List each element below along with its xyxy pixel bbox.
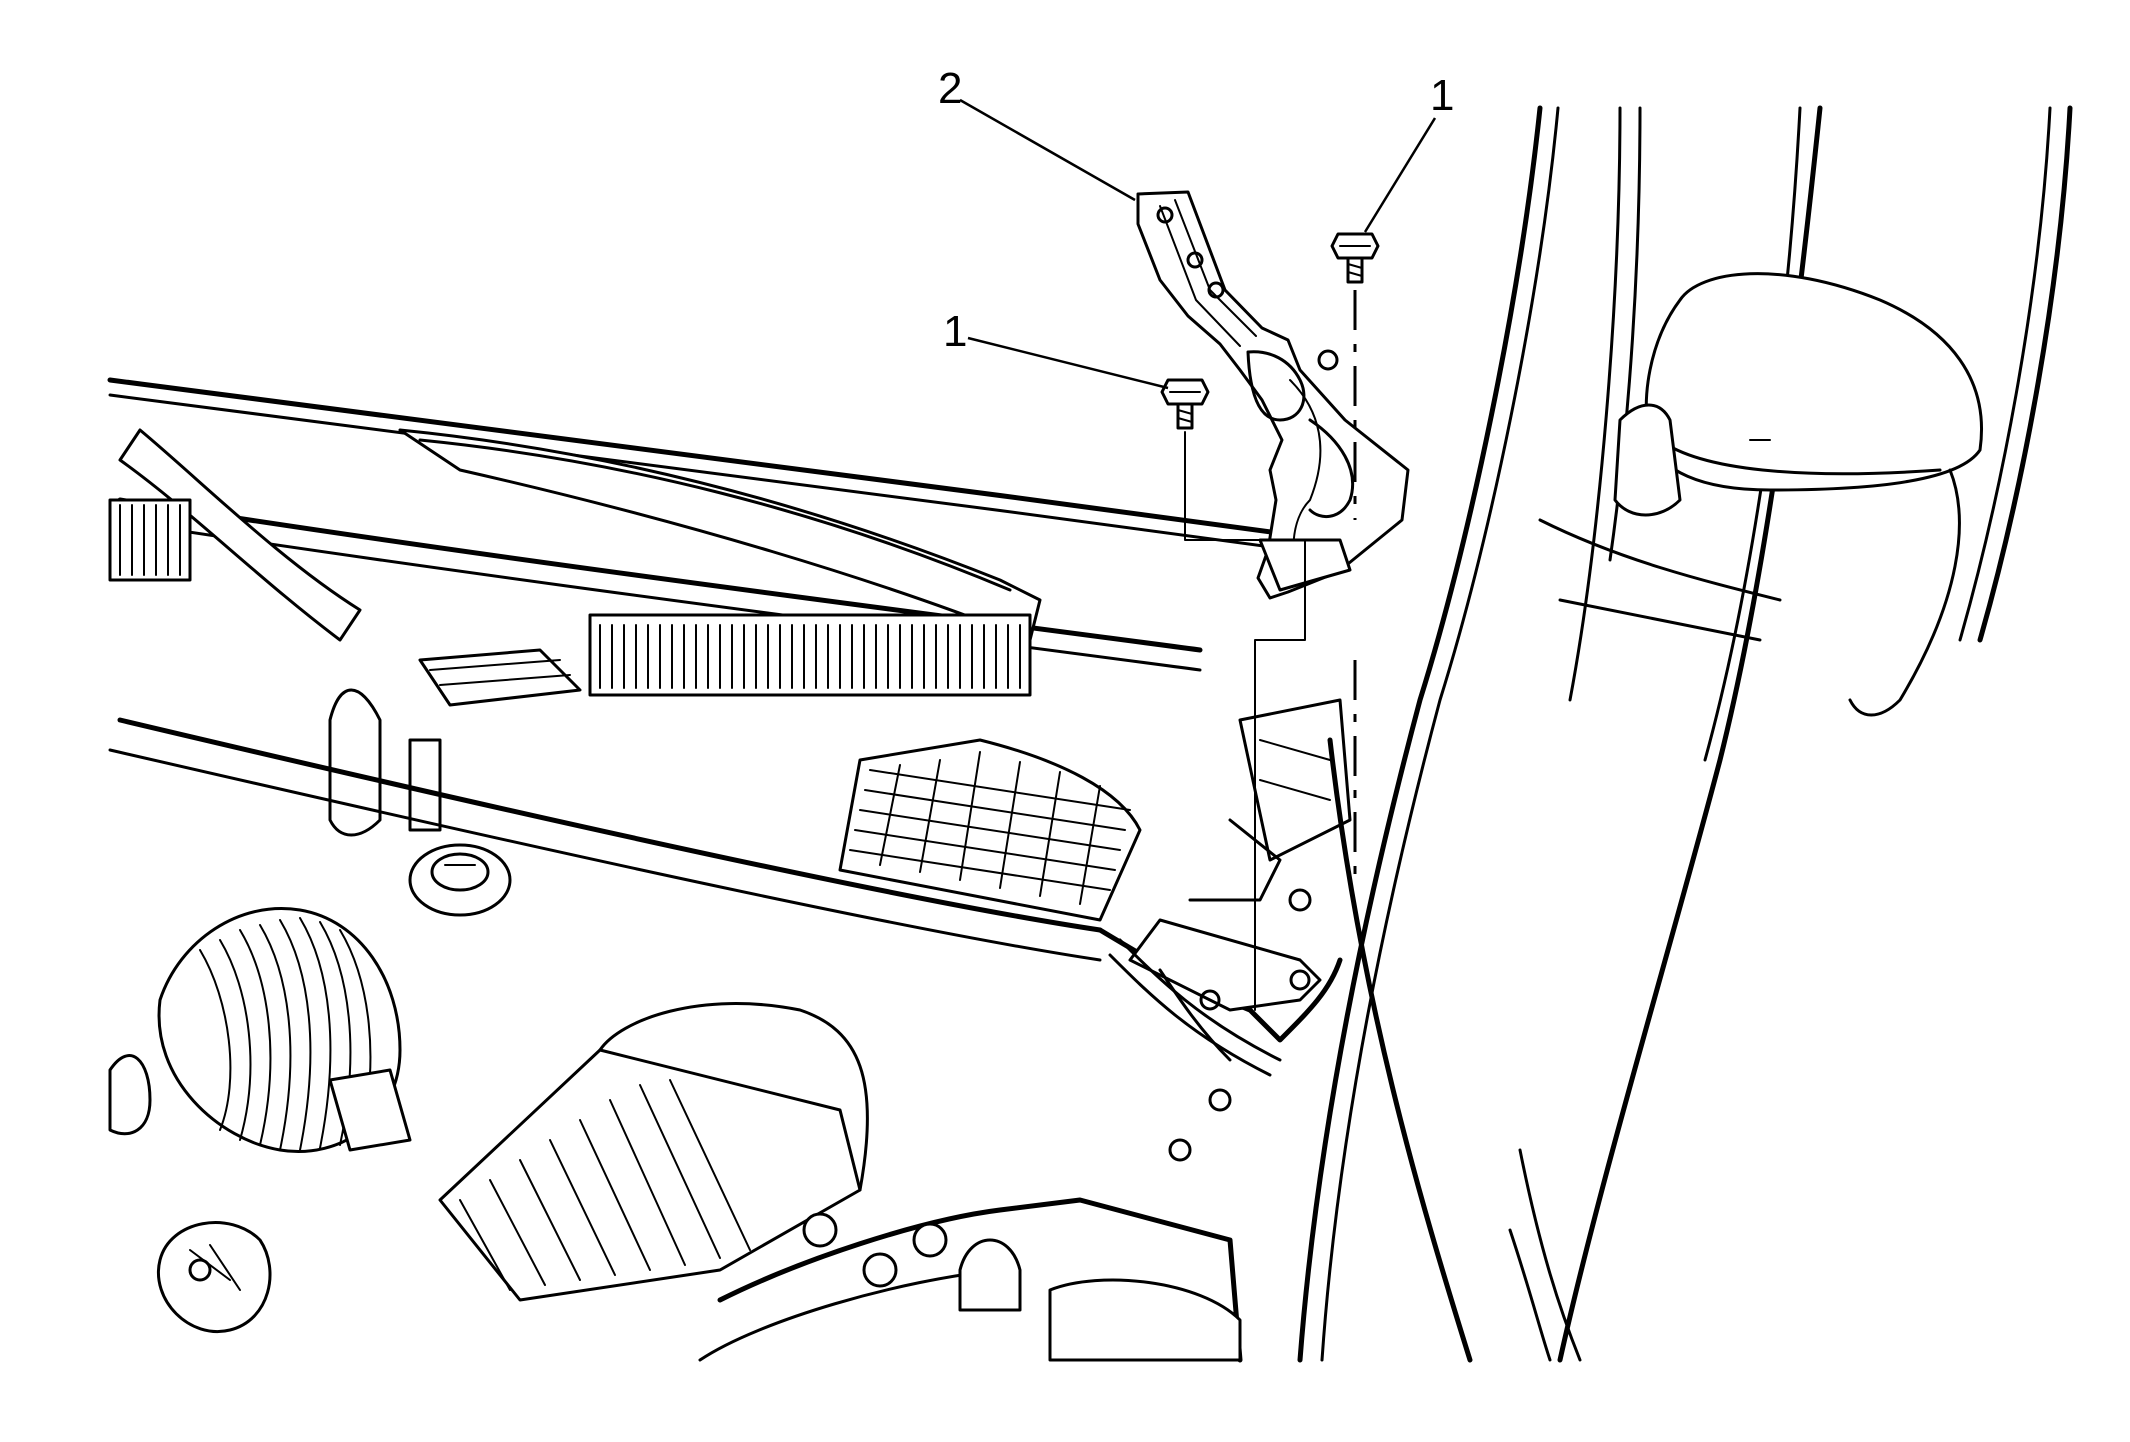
callout-bolt-left-label: 1 — [943, 307, 967, 356]
air-cleaner-box — [438, 1002, 869, 1302]
leader-bolt-left — [967, 336, 1169, 390]
oil-fill-cap — [408, 843, 512, 917]
engine-compartment — [108, 698, 1352, 1363]
lower-panel — [698, 1088, 1243, 1363]
cowl-screen — [418, 648, 1142, 922]
callout-leaders — [959, 98, 1437, 390]
callout-bolt-upper-label: 1 — [1430, 71, 1454, 120]
cowl-area — [107, 377, 1333, 962]
leader-bolt-upper — [1363, 117, 1437, 233]
bolt-upper — [1330, 232, 1380, 284]
side-mirror — [1613, 272, 1983, 717]
cowl-grille — [108, 498, 1032, 697]
air-intake-duct — [108, 907, 412, 1153]
leader-hinge — [959, 98, 1136, 202]
washer-fluid-cap — [157, 1221, 272, 1333]
bolt-left — [1160, 378, 1210, 430]
alignment-lines — [1184, 290, 1357, 1011]
callout-hinge-label: 2 — [938, 64, 962, 113]
